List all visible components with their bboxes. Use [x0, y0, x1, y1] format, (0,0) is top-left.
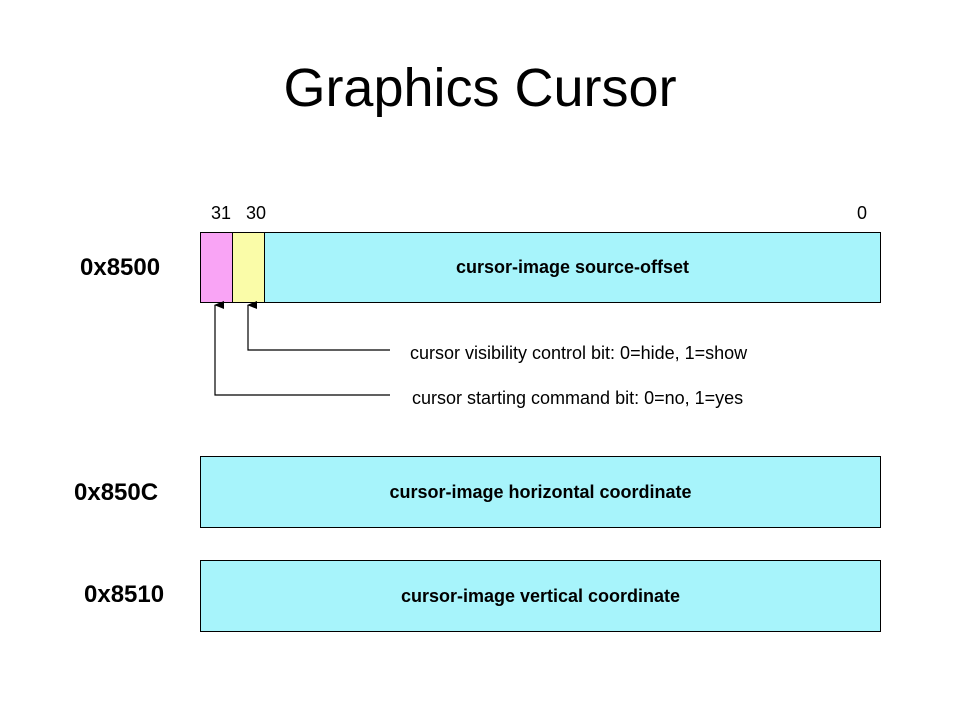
bit-31-label: 31 [211, 203, 232, 223]
register-address-8500: 0x8500 [80, 254, 161, 281]
register-address-8510: 0x8510 [84, 581, 165, 608]
register-field-label: cursor-image horizontal coordinate [389, 481, 692, 502]
starting-bit-note: cursor starting command bit: 0=no, 1=yes [412, 388, 744, 408]
bit-30-cell [232, 232, 265, 303]
bit-30-label: 30 [246, 203, 267, 223]
bit-0-label: 0 [857, 203, 868, 223]
register-field-label: cursor-image source-offset [455, 257, 690, 277]
visibility-bit-arrow [247, 301, 390, 351]
bit-31-cell [200, 232, 233, 303]
register-field-label: cursor-image vertical coordinate [400, 585, 681, 606]
visibility-bit-note: cursor visibility control bit: 0=hide, 1… [410, 343, 748, 363]
starting-bit-arrow [214, 301, 390, 396]
register-address-850c: 0x850C [74, 479, 159, 506]
register-field-vertical-coordinate: cursor-image vertical coordinate [200, 560, 881, 632]
register-field-source-offset: cursor-image source-offset [200, 232, 881, 303]
register-field-horizontal-coordinate: cursor-image horizontal coordinate [200, 456, 881, 528]
page-title: Graphics Cursor [283, 58, 677, 118]
